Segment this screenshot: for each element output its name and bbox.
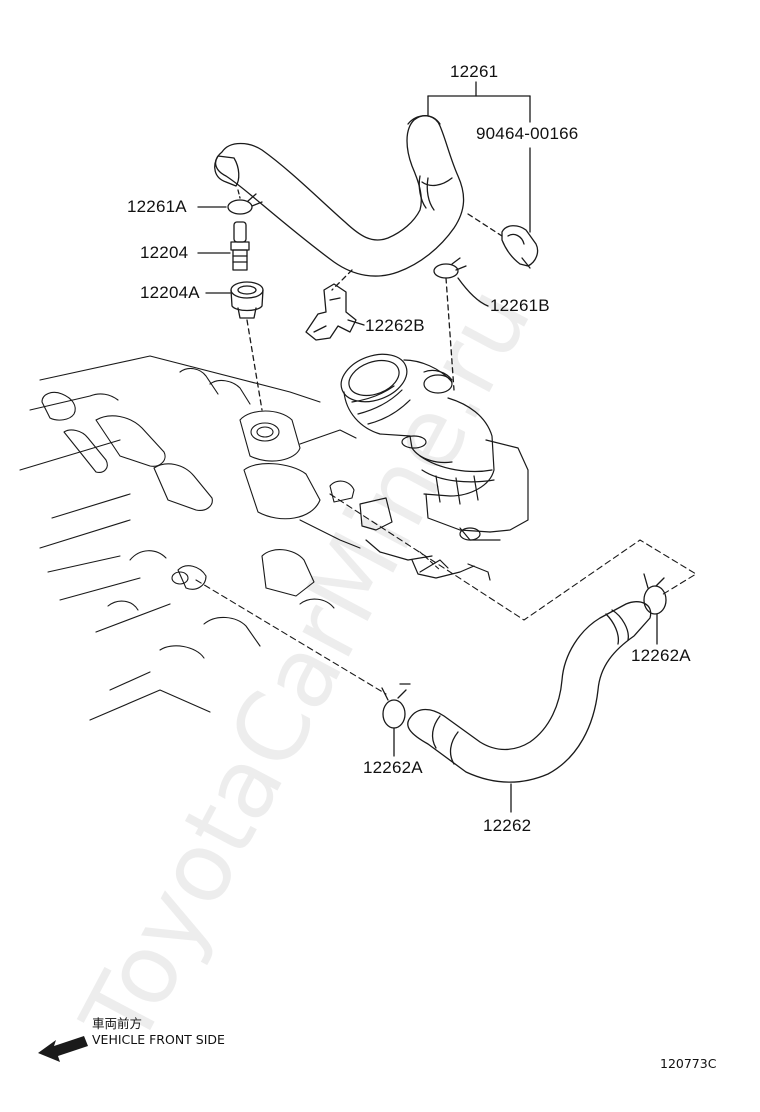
reference-dashed-outline	[329, 493, 697, 621]
leader-12261B	[457, 277, 489, 307]
callout-12262: 12262	[483, 816, 532, 835]
arrow-left-icon	[38, 1036, 88, 1062]
callout-12261: 12261	[450, 62, 499, 81]
callout-12262A-left: 12262A	[363, 758, 423, 777]
callout-12261A: 12261A	[127, 197, 187, 216]
clip-12261A[interactable]	[227, 193, 263, 215]
vehicle-front-label-en: VEHICLE FRONT SIDE	[92, 1032, 225, 1047]
callout-bracket-12261	[427, 81, 531, 233]
figure-id: 120773C	[660, 1056, 717, 1071]
clip-12262A-left[interactable]	[381, 683, 411, 729]
clip-12262A-right[interactable]	[643, 573, 667, 615]
callout-90464-00166: 90464-00166	[476, 124, 579, 143]
pcv-valve-12204[interactable]	[230, 221, 250, 271]
grommet-12204A[interactable]	[230, 281, 264, 319]
callout-12262A-right: 12262A	[631, 646, 691, 665]
clamp-90464-00166[interactable]	[501, 225, 539, 269]
hose-12262[interactable]	[407, 601, 652, 783]
callout-12204: 12204	[140, 243, 189, 262]
leader-clamp	[467, 213, 503, 237]
leader-dashed-lower	[195, 579, 387, 695]
hose-12261[interactable]	[214, 115, 465, 277]
bracket-12262B[interactable]	[305, 283, 357, 341]
air-intake-connector	[340, 353, 529, 581]
vehicle-front-label-jp: 車両前方	[92, 1016, 143, 1031]
engine-block	[19, 355, 361, 721]
leader-12262B	[347, 319, 365, 326]
callout-12204A: 12204A	[140, 283, 200, 302]
callout-12261B: 12261B	[490, 296, 550, 315]
callout-12262B: 12262B	[365, 316, 425, 335]
clip-12261B[interactable]	[433, 257, 467, 279]
